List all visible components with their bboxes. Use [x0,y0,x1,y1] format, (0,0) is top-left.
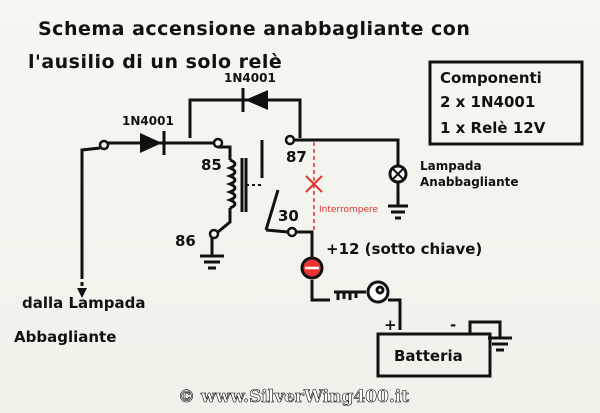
left-wire [80,141,215,288]
battery-ground [468,320,512,352]
left-diode-label: 1N4001 [122,114,174,128]
supply-wire [296,230,402,330]
left-arrow-icon [77,288,87,298]
key-icon [334,280,390,304]
top-diode-symbol [241,88,268,112]
relay-coil [217,145,248,234]
components-box [428,60,584,146]
lamp-cross [391,167,405,181]
pin85-label: 85 [201,156,222,174]
lamp-wire [294,138,408,220]
battery-box [376,332,492,378]
pin87-terminal [284,134,296,146]
components-line-2: 1 x Relè 12V [440,119,546,137]
pin30-terminal [286,226,298,238]
battery-plus: + [384,316,397,334]
components-heading: Componenti [440,69,542,87]
copyright-watermark: © www.SilverWing400.it [178,387,409,407]
title-line-2: l'ausilio di un solo relè [28,51,282,73]
pin86-ground [200,238,224,270]
title-line-1: Schema accensione anabbagliante con [38,18,470,40]
plus12-label: +12 (sotto chiave) [326,240,482,258]
lamp-label-2: Anabbagliante [420,175,519,189]
battery-minus: - [450,316,456,334]
pin30-label: 30 [278,207,299,225]
left-diode-symbol [140,131,166,155]
pin87-label: 87 [286,148,307,166]
components-line-1: 2 x 1N4001 [440,93,535,111]
source-label-2: Abbagliante [14,328,116,346]
source-label-1: dalla Lampada [22,294,146,312]
top-diode-label: 1N4001 [224,71,276,85]
pin86-terminal [208,228,220,240]
left-terminal [98,139,110,151]
pin86-label: 86 [175,232,196,250]
lamp-label-1: Lampada [420,159,482,173]
relay-switch [260,140,289,234]
top-wire [188,98,302,138]
interrupt-x-icon [305,175,323,193]
battery-label: Batteria [394,347,463,365]
interrupt-label: Interrompere [319,205,378,215]
